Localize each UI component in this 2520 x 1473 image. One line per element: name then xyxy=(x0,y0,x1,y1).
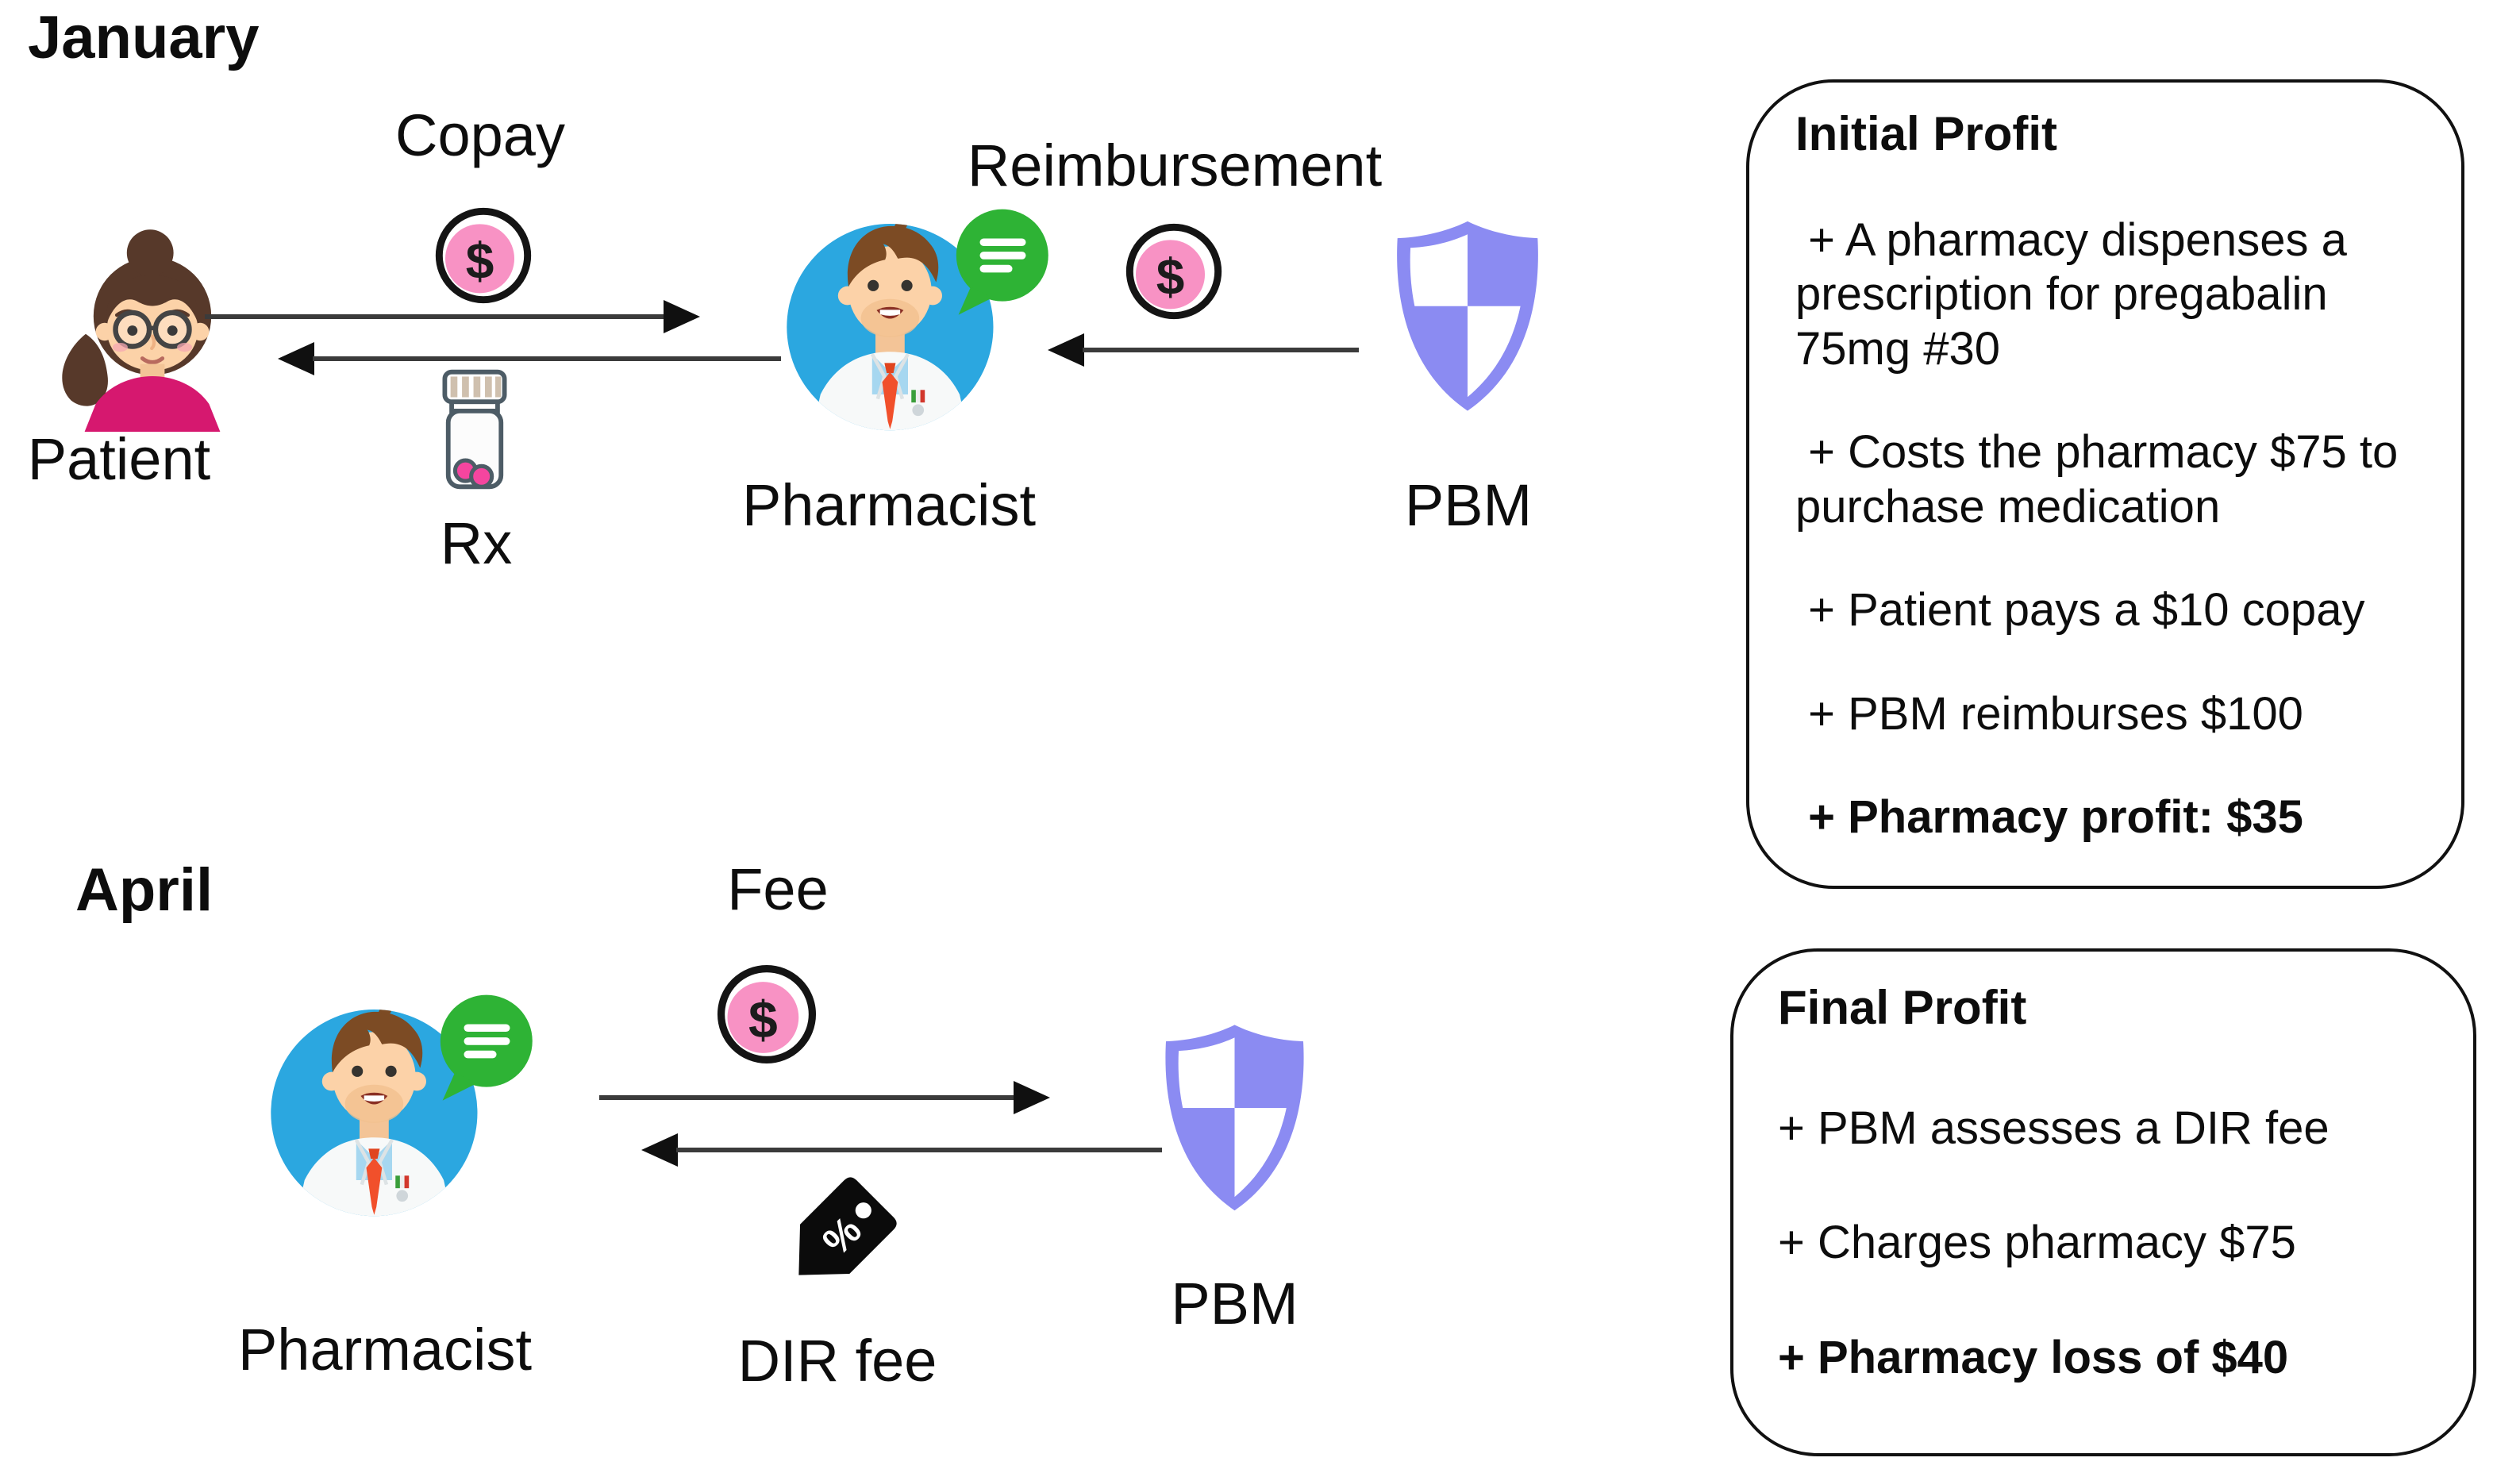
pharmacist-label-april: Pharmacist xyxy=(237,1317,533,1383)
arrow-patient-to-pharmacist-line xyxy=(205,314,665,319)
initial-profit-item: + Patient pays a $10 copay xyxy=(1795,584,2365,637)
initial-profit-item: + PBM reimburses $100 xyxy=(1795,687,2303,740)
arrow-pharmacist-to-pbm-line xyxy=(599,1095,1015,1100)
dollar-sign: $ xyxy=(748,990,778,1049)
dir-fee-label: DIR fee xyxy=(737,1328,937,1394)
final-profit-total: + Pharmacy loss of $40 xyxy=(1778,1331,2289,1383)
pharmacist-avatar xyxy=(271,994,533,1217)
final-profit-item: + Charges pharmacy $75 xyxy=(1778,1217,2296,1269)
final-profit-box: Final Profit + PBM assesses a DIR fee + … xyxy=(1730,948,2476,1456)
reimbursement-coin-icon: $ xyxy=(1125,223,1222,320)
patient-avatar xyxy=(62,229,221,432)
copay-label: Copay xyxy=(395,102,565,168)
initial-profit-title: Initial Profit xyxy=(1795,107,2057,160)
arrow-patient-to-pharmacist-head xyxy=(664,300,700,333)
patient-label: Patient xyxy=(27,426,211,492)
april-title: April xyxy=(75,856,214,924)
arrow-pbm-to-pharmacist-line xyxy=(1083,348,1359,352)
rx-pill-bottle-icon xyxy=(442,369,507,490)
arrow-pharmacist-to-patient-line xyxy=(313,356,781,361)
rx-label: Rx xyxy=(440,510,513,576)
arrow-pharmacist-to-pbm-head xyxy=(1014,1081,1050,1114)
dollar-sign: $ xyxy=(1156,248,1185,305)
pharmacist-label-january: Pharmacist xyxy=(741,472,1037,538)
reimbursement-label: Reimbursement xyxy=(967,133,1383,198)
arrow-pbm-to-pharmacist-line-april xyxy=(676,1148,1162,1152)
final-profit-title: Final Profit xyxy=(1778,981,2027,1034)
arrow-pbm-to-pharmacist-head-april xyxy=(641,1133,678,1167)
arrow-pharmacist-to-patient-head xyxy=(278,342,314,375)
january-title: January xyxy=(28,4,260,71)
initial-profit-item: + A pharmacy dispenses a prescription fo… xyxy=(1795,214,2360,375)
pbm-label-january: PBM xyxy=(1404,472,1533,538)
pharmacist-avatar xyxy=(787,209,1048,431)
fee-label: Fee xyxy=(727,856,829,922)
arrow-pbm-to-pharmacist-head xyxy=(1048,333,1084,367)
dir-fee-tag-icon: % xyxy=(748,1147,927,1326)
pbm-shield-icon xyxy=(1165,1025,1304,1211)
copay-coin-icon: $ xyxy=(435,207,532,304)
final-profit-item: + PBM assesses a DIR fee xyxy=(1778,1102,2330,1154)
initial-profit-box: Initial Profit + A pharmacy dispenses a … xyxy=(1746,79,2464,889)
fee-coin-icon: $ xyxy=(717,964,817,1064)
initial-profit-item: + Costs the pharmacy $75 to purchase med… xyxy=(1795,426,2411,533)
initial-profit-total: + Pharmacy profit: $35 xyxy=(1795,791,2303,844)
pbm-label-april: PBM xyxy=(1171,1271,1298,1336)
dollar-sign: $ xyxy=(466,232,494,289)
pbm-shield-icon xyxy=(1397,221,1538,411)
